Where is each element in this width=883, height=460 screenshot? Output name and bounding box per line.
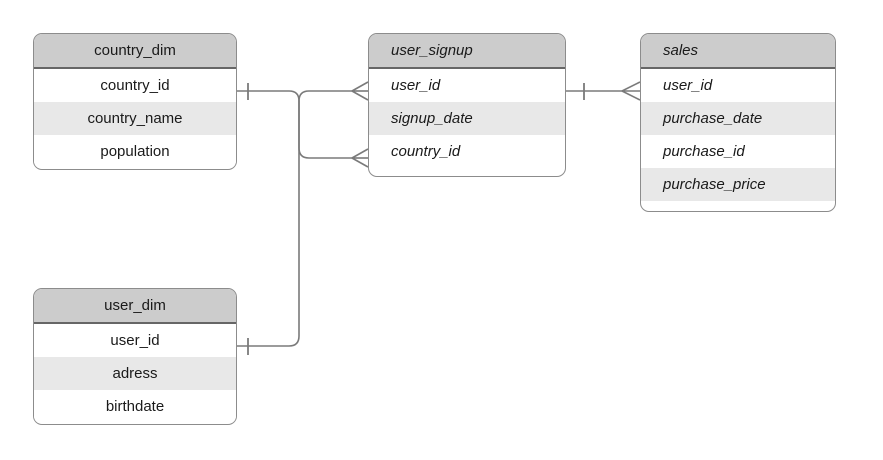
relationship-user-dim-user-signup: [237, 81, 369, 355]
crows-foot-user-signup-user-id: [351, 81, 369, 101]
crows-foot-sales-user-id: [621, 81, 641, 101]
entity-field-sales-purchase_id[interactable]: purchase_id: [641, 135, 835, 168]
entity-field-user_signup-signup_date[interactable]: signup_date: [369, 102, 565, 135]
entity-field-country_dim-country_name[interactable]: country_name: [34, 102, 236, 135]
entity-field-user_dim-user_id[interactable]: user_id: [34, 324, 236, 357]
entity-field-country_dim-country_id[interactable]: country_id: [34, 69, 236, 102]
connector-line-country-dim: [237, 90, 352, 159]
entity-field-sales-purchase_date[interactable]: purchase_date: [641, 102, 835, 135]
entity-field-user_dim-adress[interactable]: adress: [34, 357, 236, 390]
entity-title-user_signup: user_signup: [369, 34, 565, 69]
entity-field-user_signup-country_id[interactable]: country_id: [369, 135, 565, 168]
entity-title-user_dim: user_dim: [34, 289, 236, 324]
entity-title-country_dim: country_dim: [34, 34, 236, 69]
connector-line-user-dim: [237, 90, 352, 347]
entity-field-sales-user_id[interactable]: user_id: [641, 69, 835, 102]
entity-title-sales: sales: [641, 34, 835, 69]
entity-field-sales-purchase_price[interactable]: purchase_price: [641, 168, 835, 201]
entity-field-user_signup-user_id[interactable]: user_id: [369, 69, 565, 102]
relationship-user-signup-sales: [566, 81, 641, 101]
relationship-country-dim-user-signup: [237, 83, 369, 168]
entity-field-country_dim-population[interactable]: population: [34, 135, 236, 168]
crows-foot-user-signup-country-id: [351, 148, 369, 168]
entity-field-user_dim-birthdate[interactable]: birthdate: [34, 390, 236, 423]
